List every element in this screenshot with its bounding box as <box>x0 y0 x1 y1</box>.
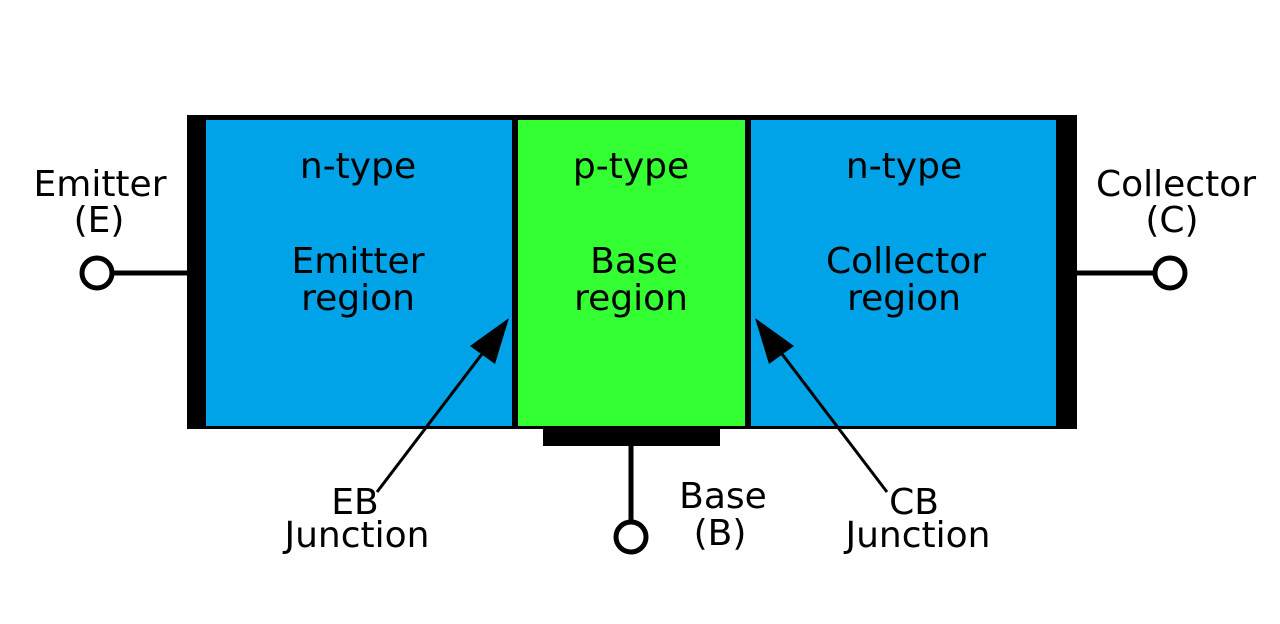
collector-region <box>751 120 1056 426</box>
cb-junction-label-line2: Junction <box>843 515 990 556</box>
emitter-region-label-line2: region <box>301 278 415 319</box>
base-terminal-name: Base <box>679 476 767 517</box>
emitter-region-type: n-type <box>300 146 416 187</box>
emitter-region <box>206 120 512 426</box>
base-region-label-line2: region <box>574 278 688 319</box>
collector-terminal-symbol: (C) <box>1145 200 1198 241</box>
emitter-terminal-symbol: (E) <box>74 200 125 241</box>
emitter-terminal <box>79 255 115 291</box>
cb-junction-label-line1: CB <box>889 482 939 523</box>
collector-terminal <box>1152 255 1188 291</box>
eb-junction-arrowhead <box>470 318 509 364</box>
base-terminal-symbol: (B) <box>694 513 747 554</box>
base-contact <box>543 426 720 446</box>
cb-junction-arrow-line <box>777 349 889 493</box>
eb-junction-label-line1: EB <box>331 482 378 523</box>
emitter-terminal-name: Emitter <box>34 164 167 205</box>
collector-region-label-line1: Collector <box>826 241 986 282</box>
eb-junction-label-line2: Junction <box>282 515 429 556</box>
eb-junction-arrow-line <box>375 349 487 493</box>
base-region-label-line1: Base <box>590 241 678 282</box>
base-region <box>518 120 745 426</box>
collector-region-type: n-type <box>846 146 962 187</box>
collector-region-label-line2: region <box>847 278 961 319</box>
cb-junction-arrowhead <box>755 318 794 364</box>
base-region-type: p-type <box>573 146 689 187</box>
emitter-region-label-line1: Emitter <box>292 241 425 282</box>
collector-terminal-name: Collector <box>1096 164 1256 205</box>
base-terminal <box>613 519 649 555</box>
